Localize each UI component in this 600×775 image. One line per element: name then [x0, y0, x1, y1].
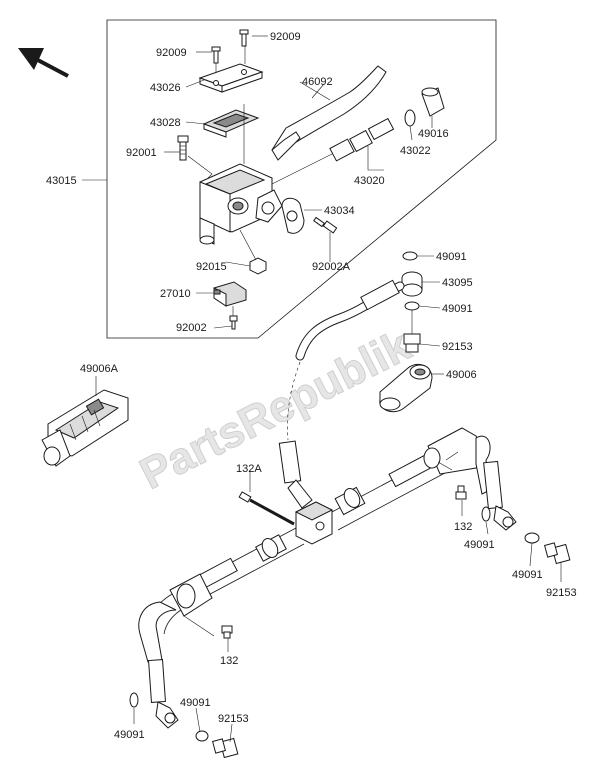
label-46092[interactable]: 46092 — [302, 76, 333, 88]
label-43015[interactable]: 43015 — [46, 175, 77, 187]
label-132A[interactable]: 132A — [236, 463, 262, 475]
label-49091-right-a[interactable]: 49091 — [464, 539, 495, 551]
right-hose-section[interactable] — [483, 460, 503, 510]
label-49016[interactable]: 49016 — [418, 128, 449, 140]
label-49091-upper[interactable]: 49091 — [436, 251, 467, 263]
label-92153-upper[interactable]: 92153 — [442, 341, 473, 353]
brake-lever[interactable] — [271, 65, 387, 157]
label-49006[interactable]: 49006 — [446, 369, 477, 381]
label-92009-upper[interactable]: 92009 — [270, 31, 301, 43]
washer-49091-upper[interactable] — [402, 251, 418, 261]
brake-switch[interactable] — [213, 281, 247, 307]
label-43020[interactable]: 43020 — [354, 175, 385, 187]
arrow-up-left-icon — [18, 48, 69, 78]
washer-49091-right-b[interactable] — [524, 532, 540, 544]
pipe-joint[interactable] — [294, 501, 334, 545]
washer-49091-left-b[interactable] — [195, 730, 209, 742]
label-92153-left[interactable]: 92153 — [218, 713, 249, 725]
label-43028[interactable]: 43028 — [150, 117, 181, 129]
boot-cover-49006[interactable] — [379, 363, 433, 413]
banjo-fitting-43095[interactable] — [401, 271, 423, 297]
hydraulic-unit-49006A[interactable] — [41, 389, 129, 467]
screw-92009-left[interactable] — [211, 46, 221, 64]
clamp-bolt[interactable] — [313, 216, 338, 234]
piston-assembly[interactable] — [329, 117, 395, 162]
pivot-bolt[interactable] — [177, 135, 189, 161]
label-49091-left-a[interactable]: 49091 — [114, 729, 145, 741]
bolt-132-right[interactable] — [455, 485, 467, 500]
label-49006A[interactable]: 49006A — [80, 363, 119, 375]
switch-screw[interactable] — [229, 315, 238, 330]
handlebar-clamp[interactable] — [281, 197, 305, 234]
label-92009-left[interactable]: 92009 — [156, 47, 187, 59]
leader-lines — [82, 35, 562, 743]
circlip[interactable] — [404, 109, 416, 127]
vertical-brake-hose[interactable] — [278, 440, 313, 509]
left-hose-section[interactable] — [148, 659, 166, 703]
label-92153-right[interactable]: 92153 — [546, 587, 577, 599]
banjo-bolt-92153-upper[interactable] — [403, 333, 421, 353]
label-43034[interactable]: 43034 — [324, 205, 355, 217]
washer-49091-lower[interactable] — [404, 301, 420, 311]
part-labels: 92009 92009 46092 43026 43028 49016 9200… — [46, 31, 577, 741]
label-132-left[interactable]: 132 — [220, 655, 238, 667]
label-43022[interactable]: 43022 — [400, 145, 431, 157]
label-132-right[interactable]: 132 — [454, 521, 472, 533]
label-49091-right-b[interactable]: 49091 — [512, 569, 543, 581]
assembly-frame — [106, 19, 497, 339]
banjo-left[interactable] — [155, 701, 179, 729]
banjo-right[interactable] — [493, 505, 517, 531]
washer-49091-right-a[interactable] — [481, 506, 491, 522]
banjo-bolt-92153-right[interactable] — [544, 542, 571, 565]
washer-49091-left-a[interactable] — [129, 692, 139, 708]
label-92001[interactable]: 92001 — [126, 147, 157, 159]
screw-92009-upper[interactable] — [239, 29, 249, 47]
label-92015[interactable]: 92015 — [196, 261, 227, 273]
banjo-bolt-92153-left[interactable] — [212, 737, 239, 759]
label-43095[interactable]: 43095 — [442, 277, 473, 289]
label-92002A[interactable]: 92002A — [312, 261, 351, 273]
joint-bolt-132A[interactable] — [238, 491, 295, 526]
label-49091-left-b[interactable]: 49091 — [180, 697, 211, 709]
label-92002[interactable]: 92002 — [176, 322, 207, 334]
label-49091-lower[interactable]: 49091 — [442, 303, 473, 315]
master-cylinder-body[interactable] — [199, 163, 283, 245]
nut[interactable] — [249, 257, 267, 275]
bolt-132-left[interactable] — [221, 625, 233, 639]
label-43026[interactable]: 43026 — [150, 82, 181, 94]
label-27010[interactable]: 27010 — [160, 288, 191, 300]
watermark-text: PartsRepublik — [132, 321, 418, 499]
